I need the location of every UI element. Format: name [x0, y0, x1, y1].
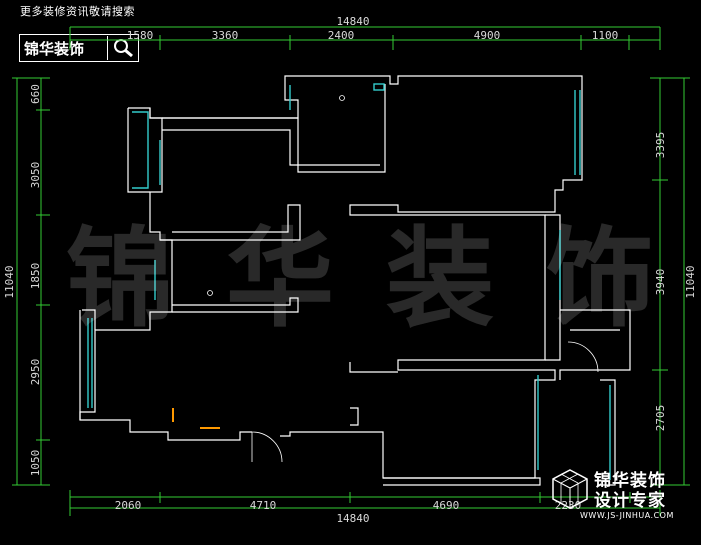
brand-url: WWW.JS-JINHUA.COM — [580, 511, 674, 520]
dim-bottom-total: 14840 — [336, 512, 369, 525]
dim-left-seg: 2950 — [29, 359, 42, 386]
dim-right-seg: 3940 — [654, 269, 667, 296]
fixtures — [172, 408, 220, 429]
dim-bottom-seg: 2060 — [115, 499, 142, 512]
brand-name: 锦华装饰 — [594, 471, 666, 491]
dim-bottom-seg: 4690 — [433, 499, 460, 512]
header-note: 更多装修资讯敬请搜索 — [20, 5, 135, 18]
cube-logo-icon — [550, 468, 590, 514]
dim-top-seg: 1100 — [592, 29, 619, 42]
dim-top-seg: 3360 — [212, 29, 239, 42]
logo-text: 锦华装饰 — [24, 39, 85, 58]
dim-left-total: 11040 — [3, 265, 16, 298]
dim-top-seg: 4900 — [474, 29, 501, 42]
dim-left-seg: 3050 — [29, 162, 42, 189]
walls — [79, 75, 631, 486]
dim-top-seg: 2400 — [328, 29, 355, 42]
doors — [207, 95, 599, 463]
dim-left-seg: 660 — [29, 84, 42, 104]
windows — [87, 83, 611, 480]
dim-bottom-seg: 4710 — [250, 499, 277, 512]
dim-top-total: 14840 — [336, 15, 369, 28]
dim-left-seg: 1850 — [29, 263, 42, 290]
dimension-lines — [12, 26, 690, 516]
brand-badge: 锦华装饰 设计专家 WWW.JS-JINHUA.COM — [546, 462, 696, 522]
brand-slogan: 设计专家 — [594, 491, 666, 511]
dim-left-seg: 1050 — [29, 450, 42, 477]
dim-top-seg: 1580 — [127, 29, 154, 42]
dimension-labels: 14840 1580 3360 2400 4900 1100 14840 206… — [3, 15, 697, 525]
dim-right-total: 11040 — [684, 265, 697, 298]
logo-search-box[interactable]: 锦华装饰 — [19, 34, 139, 62]
dim-right-seg: 2705 — [654, 405, 667, 432]
dim-right-seg: 3395 — [654, 132, 667, 159]
